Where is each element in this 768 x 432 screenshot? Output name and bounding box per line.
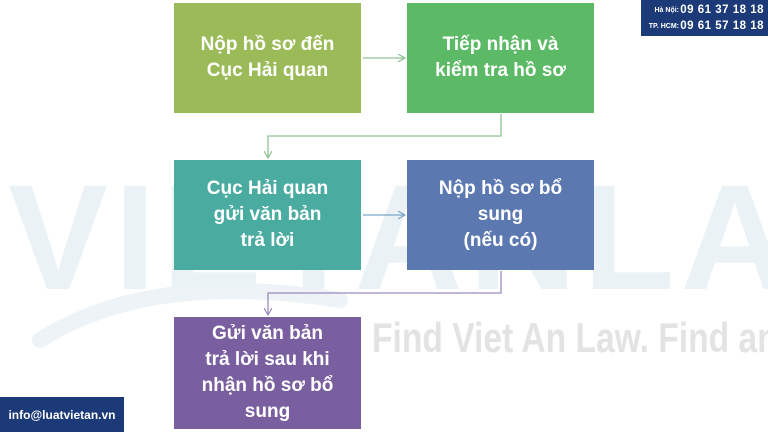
hotline-row-hcm: TP. HCM: 09 61 57 18 18 — [645, 18, 764, 34]
watermark-swoosh-arc — [32, 283, 348, 348]
hotline-city-label: Hà Nội: — [654, 6, 680, 14]
arrow-step4-to-step5 — [268, 271, 502, 314]
hotline-row-hanoi: Hà Nội: 09 61 37 18 18 — [645, 2, 764, 18]
hotline-number[interactable]: 09 61 37 18 18 — [680, 4, 764, 16]
hotline-city-label: TP. HCM: — [648, 22, 679, 30]
watermark-brand: VIETANLAW — [8, 153, 768, 321]
hotline-number[interactable]: 09 61 57 18 18 — [680, 20, 764, 32]
arrow-step2-to-step3 — [268, 114, 502, 157]
step-reply-after-supplement: Gửi văn bản trả lời sau khi nhận hồ sơ b… — [174, 317, 361, 429]
step-submit-dossier: Nộp hồ sơ đến Cục Hải quan — [174, 3, 361, 113]
step-supplement-dossier: Nộp hồ sơ bổ sung (nếu có) — [407, 160, 594, 270]
hotline-badge: Hà Nội: 09 61 37 18 18 TP. HCM: 09 61 57… — [641, 0, 768, 36]
step-customs-reply: Cục Hải quan gửi văn bản trả lời — [174, 160, 361, 270]
step-receive-check: Tiếp nhận và kiểm tra hồ sơ — [407, 3, 594, 113]
email-badge[interactable]: info@luatvietan.vn — [0, 397, 124, 432]
watermark-slogan: Find Viet An Law. Find answers. — [372, 314, 768, 361]
